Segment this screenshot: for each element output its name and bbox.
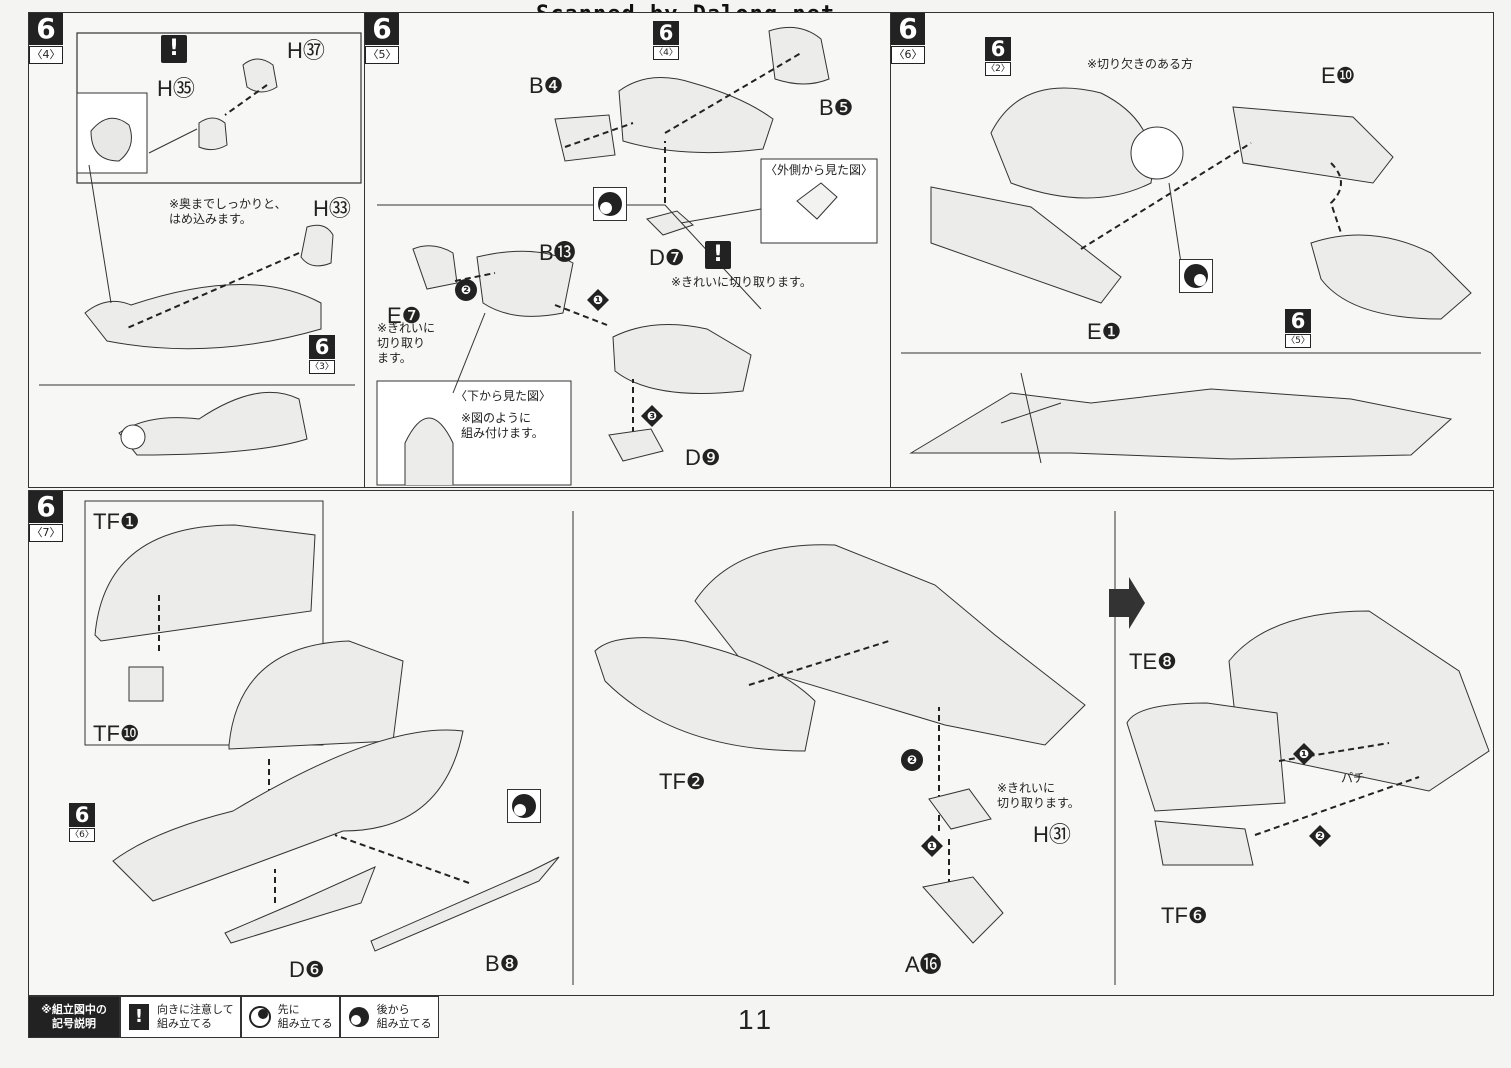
panel-step-6-7: 6 〈7〉 TF❶ TF❿ 6 〈6〉 D xyxy=(28,490,1494,996)
panel-step-6-4: 6 〈4〉 ! H㊲ H㉟ ※奥までしっかりと、 はめ込みます。 H㉝ 6 〈3… xyxy=(28,12,366,488)
assemble-first-icon xyxy=(593,187,627,221)
view-outside-label: 〈外側から見た図〉 xyxy=(765,163,874,177)
part-label-d9: D❾ xyxy=(685,445,721,470)
part-label-e7: E❼ xyxy=(387,303,422,328)
step-number: 6 xyxy=(891,13,925,45)
bottom-view-note: ※図のように 組み付けます。 xyxy=(461,411,544,440)
part-label-b4: B❹ xyxy=(529,73,564,98)
part-label-a16: A⓰ xyxy=(905,952,942,977)
snap-sound-label: パチ xyxy=(1341,771,1366,785)
ref-step-badge: 6 〈5〉 xyxy=(1285,309,1311,348)
assemble-later-icon xyxy=(1179,259,1213,293)
step-number: 6 xyxy=(365,13,399,45)
sequence-number-1: ❶ xyxy=(587,289,609,311)
part-label-h35: H㉟ xyxy=(157,76,195,101)
part-label-b8: B❽ xyxy=(485,951,520,976)
ref-step-badge: 6 〈6〉 xyxy=(69,803,95,842)
cut-note: ※きれいに 切り取ります。 xyxy=(997,781,1080,810)
panel-illustration xyxy=(901,87,1481,464)
cut-note-e7: ※きれいに 切り取り ます。 xyxy=(377,321,436,365)
part-label-b13: B⓭ xyxy=(539,240,576,265)
panel-step-6-6: 6 〈6〉 6 〈2〉 ※切り欠きのある方 E❿ E❶ 6 〈5〉 xyxy=(890,12,1494,488)
panel-illustration xyxy=(376,26,878,486)
step-number: 6 xyxy=(29,491,63,523)
warning-icon: ! xyxy=(705,241,731,269)
part-label-d7: D❼ xyxy=(649,245,685,270)
substep-number: 〈6〉 xyxy=(891,46,925,64)
ref-step-badge-2: 6 〈2〉 xyxy=(985,37,1011,76)
substep-number: 〈4〉 xyxy=(29,46,63,64)
symbol-legend: ※組立図中の 記号説明 ! 向きに注意して 組み立てる 先に 組み立てる 後から… xyxy=(28,996,439,1038)
part-label-tf10: TF❿ xyxy=(93,721,140,746)
assemble-first-icon xyxy=(248,1003,272,1031)
notch-note: ※切り欠きのある方 xyxy=(1087,57,1194,71)
cut-note: ※きれいに切り取ります。 xyxy=(671,275,812,289)
page-number: 11 xyxy=(738,1004,776,1035)
part-label-tf1: TF❶ xyxy=(93,509,140,534)
part-label-te8: TE❽ xyxy=(1129,649,1177,674)
substep-number: 〈7〉 xyxy=(29,524,63,542)
warning-icon: ! xyxy=(161,35,187,63)
legend-title: ※組立図中の 記号説明 xyxy=(28,996,120,1038)
assemble-later-icon xyxy=(347,1003,371,1031)
sequence-number-1: ❶ xyxy=(921,835,943,857)
part-label-tf6: TF❻ xyxy=(1161,903,1208,928)
ref-step-badge: 6 〈3〉 xyxy=(309,335,335,374)
sequence-number-1b: ❶ xyxy=(1293,743,1315,765)
part-label-h37: H㊲ xyxy=(287,38,325,63)
ref-step-badge: 6 〈4〉 xyxy=(653,21,679,60)
part-label-tf2: TF❷ xyxy=(659,769,706,794)
step-badge: 6 〈4〉 xyxy=(29,13,63,64)
assembly-note: ※奥までしっかりと、 はめ込みます。 xyxy=(169,197,287,226)
part-label-b5: B❺ xyxy=(819,95,854,120)
part-label-e10: E❿ xyxy=(1321,63,1356,88)
legend-item-later: 後から 組み立てる xyxy=(339,996,439,1038)
step-badge: 6 〈5〉 xyxy=(365,13,399,64)
legend-item-first: 先に 組み立てる xyxy=(240,996,340,1038)
panel-step-6-5: 6 〈5〉 6 〈4〉 B❹ B❺ 〈外側から見た図〉 B⓭ D❼ ! ※き xyxy=(364,12,892,488)
step-badge: 6 〈7〉 xyxy=(29,491,63,542)
step-number: 6 xyxy=(29,13,63,45)
part-label-h31: H㉛ xyxy=(1033,822,1071,847)
panel-illustration xyxy=(39,32,362,456)
step-badge: 6 〈6〉 xyxy=(891,13,925,64)
panel-illustration xyxy=(84,500,1490,985)
part-label-h33: H㉝ xyxy=(313,196,351,221)
sequence-number-3: ❸ xyxy=(641,405,663,427)
sequence-number-2: ❷ xyxy=(455,279,477,301)
view-bottom-label: 〈下から見た図〉 xyxy=(455,389,552,403)
sequence-number-2b: ❷ xyxy=(1309,825,1331,847)
legend-item-direction: ! 向きに注意して 組み立てる xyxy=(120,996,241,1038)
part-label-d6: D❻ xyxy=(289,957,325,982)
assemble-first-icon xyxy=(507,789,541,823)
warning-icon: ! xyxy=(127,1003,151,1031)
part-label-e1: E❶ xyxy=(1087,319,1122,344)
substep-number: 〈5〉 xyxy=(365,46,399,64)
sequence-number-2: ❷ xyxy=(901,749,923,771)
